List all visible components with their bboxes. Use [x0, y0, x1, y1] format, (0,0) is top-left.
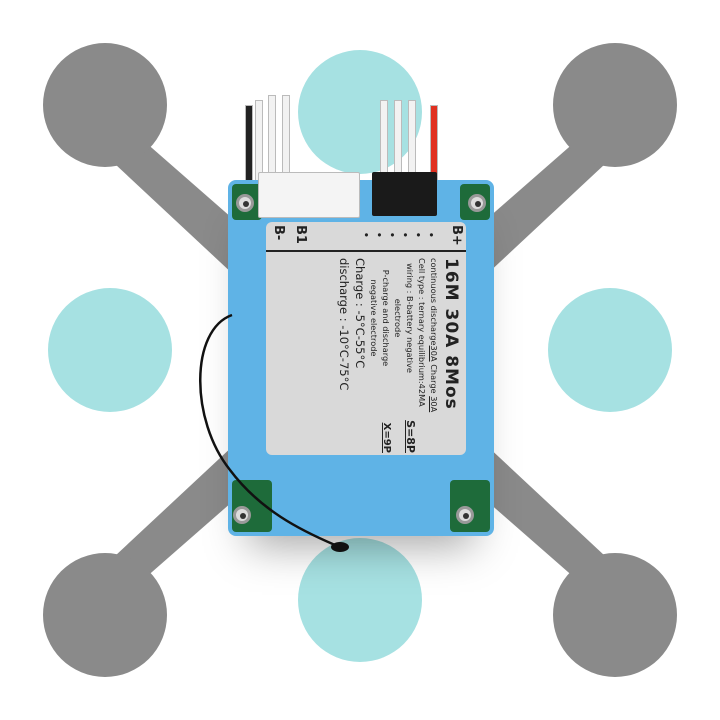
gray-lobe: [43, 43, 167, 167]
mounting-hole: [468, 194, 486, 212]
mounting-hole: [456, 506, 474, 524]
balance-connector-white: [258, 172, 360, 218]
teal-circle: [298, 50, 422, 174]
teal-circle: [548, 288, 672, 412]
spec-label: B+ •••••• B1 B- 16M 30A 8Mos continuous …: [266, 222, 466, 455]
mounting-hole: [236, 194, 254, 212]
mounting-hole: [233, 506, 251, 524]
teal-circle: [298, 538, 422, 662]
gray-lobe: [553, 43, 677, 167]
pcb-corner: [450, 480, 490, 532]
gray-lobe: [553, 553, 677, 677]
balance-connector-black: [372, 172, 437, 216]
gray-lobe: [43, 553, 167, 677]
teal-circle: [48, 288, 172, 412]
